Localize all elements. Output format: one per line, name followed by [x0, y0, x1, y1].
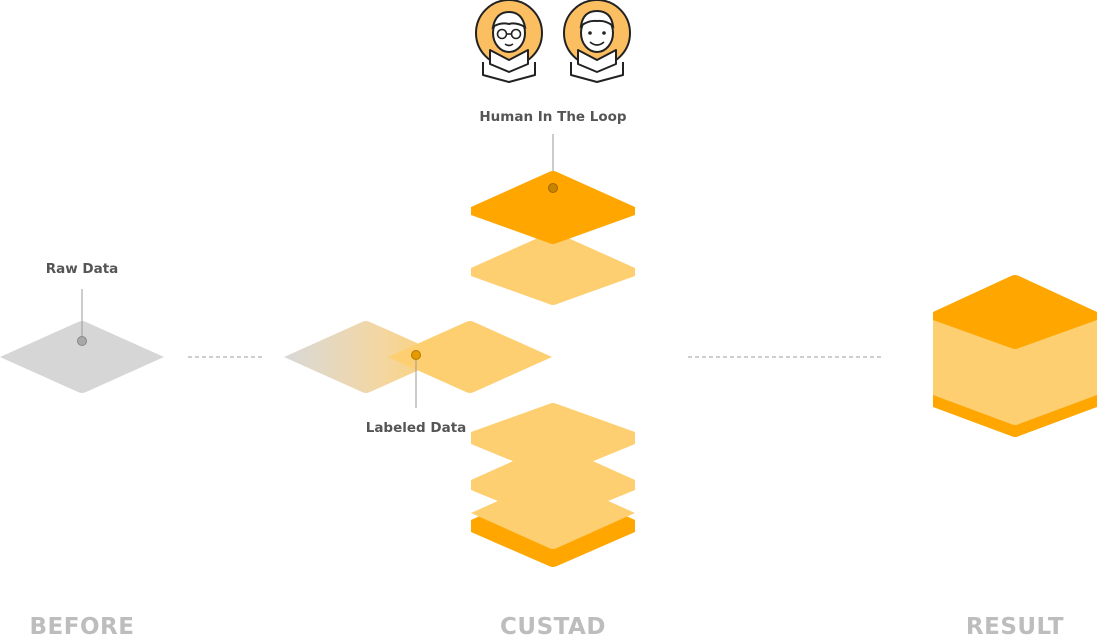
human-in-the-loop-label: Human In The Loop: [479, 109, 627, 125]
raw-data-label: Raw Data: [46, 261, 119, 277]
labeled-data-label: Labeled Data: [366, 420, 467, 436]
result-cube-body: [933, 312, 1097, 425]
result-cube-top: [933, 275, 1097, 349]
transition-diamond: [284, 321, 448, 393]
stage-custad-title: CUSTAD: [500, 614, 606, 638]
labeled-data-pin: [411, 350, 421, 360]
human-avatar-glasses-icon: [475, 0, 543, 83]
light-layer-top: [471, 232, 635, 305]
human-loop-pin: [548, 183, 558, 193]
labeled-data-diamond: [388, 321, 552, 393]
orange-layer-top: [471, 171, 635, 244]
raw-data-pin: [77, 336, 87, 346]
light-layer-bottom-2: [471, 444, 635, 523]
raw-data-diamond: [0, 321, 164, 393]
human-avatar-icon: [563, 0, 631, 83]
light-layer-bottom-1: [471, 403, 635, 477]
stage-before-title: BEFORE: [30, 614, 135, 638]
stage-result-title: RESULT: [966, 614, 1064, 638]
